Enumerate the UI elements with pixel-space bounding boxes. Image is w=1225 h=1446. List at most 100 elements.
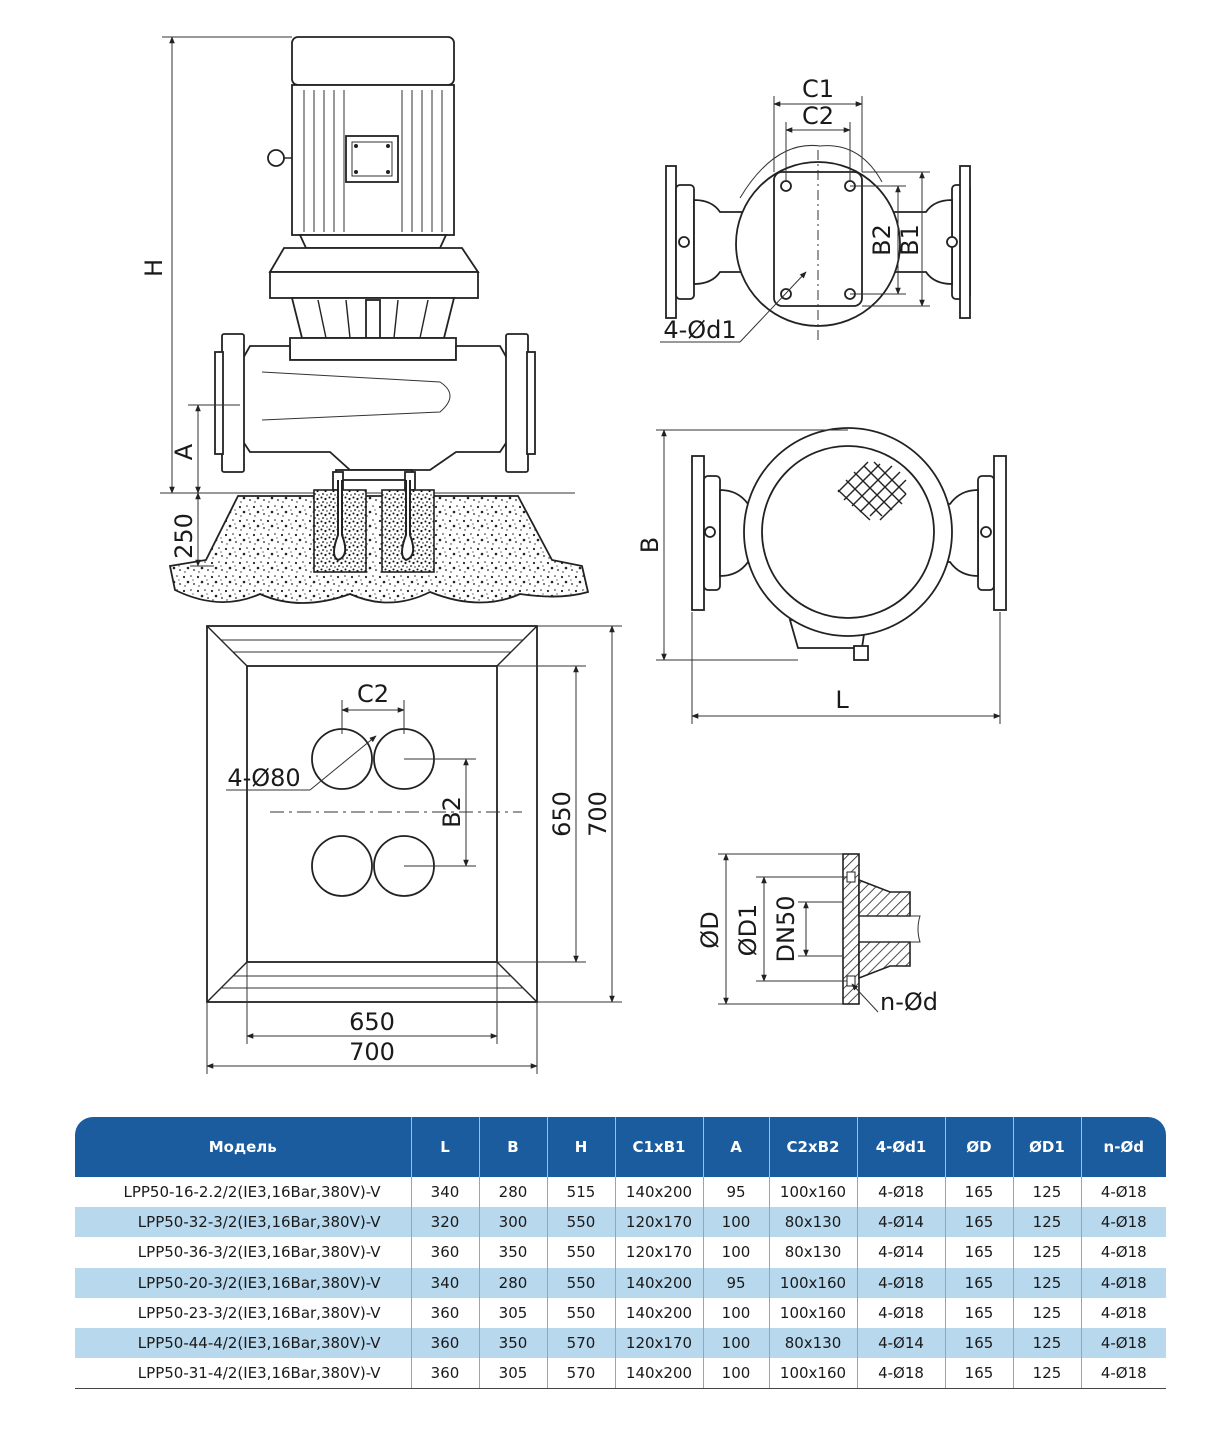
foundation-dim-holes-label: 4-Ø80	[227, 764, 300, 792]
side-view: H A 250	[140, 36, 590, 604]
table-cell: 4-Ø18	[857, 1297, 946, 1328]
table-cell: 4-Ø18	[1081, 1358, 1166, 1390]
flange-dim-DN-label: DN50	[772, 896, 800, 963]
table-cell: 140x200	[615, 1267, 704, 1298]
table-cell: 100	[703, 1297, 770, 1328]
dim-B2-label: B2	[868, 224, 896, 256]
col-header: B	[479, 1117, 548, 1177]
table-cell: 165	[945, 1177, 1014, 1208]
table-cell: 125	[1013, 1267, 1082, 1298]
table-cell: 305	[479, 1358, 548, 1390]
table-cell: 4-Ø18	[857, 1177, 946, 1208]
table-cell: 4-Ø18	[1081, 1327, 1166, 1359]
table-cell: 165	[945, 1237, 1014, 1268]
anchor-hole-3	[311, 835, 373, 897]
table-cell: 100	[703, 1237, 770, 1268]
table-cell: 80x130	[769, 1327, 858, 1359]
concrete-foundation	[168, 495, 590, 604]
top-view: C1 C2 B1 B2 4-Ød1	[660, 75, 971, 344]
foundation-dim-outer-width-label: 700	[349, 1038, 395, 1066]
table-cell: 140x200	[615, 1177, 704, 1208]
dim-B1-label: B1	[896, 224, 924, 256]
table-cell: 125	[1013, 1358, 1082, 1390]
table-cell: 4-Ø14	[857, 1237, 946, 1268]
table-cell: 305	[479, 1297, 548, 1328]
inlet-flange	[221, 333, 245, 473]
col-header: C2xB2	[769, 1117, 858, 1177]
table-cell: 340	[411, 1267, 480, 1298]
table-cell: 350	[479, 1237, 548, 1268]
table-cell: 280	[479, 1267, 548, 1298]
col-header: 4-Ød1	[857, 1117, 946, 1177]
table-cell: 165	[945, 1297, 1014, 1328]
dim-H-label: H	[140, 259, 168, 277]
table-cell: 360	[411, 1237, 480, 1268]
table-cell: LPP50-44-4/2(IE3,16Bar,380V)-V	[75, 1327, 412, 1359]
table-cell: 4-Ø18	[857, 1358, 946, 1390]
table-cell: 570	[547, 1358, 616, 1390]
table-cell: 125	[1013, 1237, 1082, 1268]
dim-C1-label: C1	[802, 75, 834, 103]
table-row: LPP50-16-2.2/2(IE3,16Bar,380V)-V 340 280…	[75, 1177, 1166, 1208]
table-cell: 550	[547, 1207, 616, 1238]
table-row: LPP50-36-3/2(IE3,16Bar,380V)-V 360 350 5…	[75, 1237, 1166, 1268]
table-cell: 100x160	[769, 1358, 858, 1390]
foundation-dim-inner-width-label: 650	[349, 1008, 395, 1036]
table-cell: 125	[1013, 1207, 1082, 1238]
table-cell: 340	[411, 1177, 480, 1208]
flange-detail: ØD ØD1 DN50 n-Ød	[696, 853, 938, 1016]
col-header: C1xB1	[615, 1117, 704, 1177]
table-cell: LPP50-36-3/2(IE3,16Bar,380V)-V	[75, 1237, 412, 1268]
outlet-flange	[505, 333, 529, 473]
table-cell: 550	[547, 1237, 616, 1268]
table-cell: 80x130	[769, 1237, 858, 1268]
table-cell: 4-Ø18	[1100, 1303, 1147, 1322]
table-cell: 300	[479, 1207, 548, 1238]
strainer-mesh	[837, 461, 907, 521]
table-cell: 100x160	[769, 1297, 858, 1328]
dim-C2-label: C2	[802, 102, 834, 130]
table-cell: 4-Ø18	[1100, 1243, 1147, 1262]
lifting-eye	[267, 149, 285, 167]
table-cell: 350	[479, 1327, 548, 1359]
table-row: LPP50-20-3/2(IE3,16Bar,380V)-V 340 280 5…	[75, 1267, 1166, 1298]
col-header: ØD1	[1013, 1117, 1082, 1177]
table-cell: 550	[547, 1267, 616, 1298]
table-cell: 4-Ø14	[857, 1207, 946, 1238]
table-header-row: Модель L B H C1xB1 A C2xB2 4-Ød1 ØD ØD1 …	[75, 1117, 1166, 1177]
table-cell: 4-Ø18	[857, 1267, 946, 1298]
dim-A-label: A	[170, 443, 198, 460]
table-cell: 140x200	[615, 1358, 704, 1390]
table-row: LPP50-32-3/2(IE3,16Bar,380V)-V 320 300 5…	[75, 1207, 1166, 1238]
col-header: A	[703, 1117, 770, 1177]
table-cell: 100	[703, 1207, 770, 1238]
table-cell: 165	[945, 1358, 1014, 1390]
table-cell: 4-Ø18	[1100, 1183, 1147, 1202]
table-cell: 4-Ø14	[857, 1327, 946, 1359]
table-cell: 140x200	[615, 1297, 704, 1328]
col-header: ØD	[945, 1117, 1014, 1177]
table-cell: 165	[945, 1267, 1014, 1298]
table-cell: LPP50-31-4/2(IE3,16Bar,380V)-V	[75, 1358, 412, 1390]
flange-dim-D-label: ØD	[696, 911, 724, 948]
table-cell: 120x170	[615, 1237, 704, 1268]
flange-dim-nd-label: n-Ød	[880, 988, 938, 1016]
table-cell: 550	[547, 1297, 616, 1328]
table-cell: 95	[703, 1177, 770, 1208]
table-cell: LPP50-32-3/2(IE3,16Bar,380V)-V	[75, 1207, 412, 1238]
table-cell: 4-Ø18	[1081, 1267, 1166, 1298]
col-header: H	[547, 1117, 616, 1177]
dim-B-label: B	[636, 537, 664, 553]
table-cell: 360	[411, 1327, 480, 1359]
table-cell: 360	[411, 1297, 480, 1328]
table-cell: 100x160	[769, 1177, 858, 1208]
technical-drawing: H A 250 C1	[140, 36, 1007, 1074]
table-row: LPP50-31-4/2(IE3,16Bar,380V)-V 360 305 5…	[75, 1358, 1166, 1390]
table-cell: 4-Ø18	[1081, 1207, 1166, 1238]
body-view: B L	[636, 427, 1007, 724]
col-header: L	[411, 1117, 480, 1177]
table-cell: 120x170	[615, 1207, 704, 1238]
table-cell: LPP50-16-2.2/2(IE3,16Bar,380V)-V	[75, 1177, 412, 1208]
table-row: LPP50-44-4/2(IE3,16Bar,380V)-V 360 350 5…	[75, 1327, 1166, 1359]
table-cell: 100	[703, 1358, 770, 1390]
